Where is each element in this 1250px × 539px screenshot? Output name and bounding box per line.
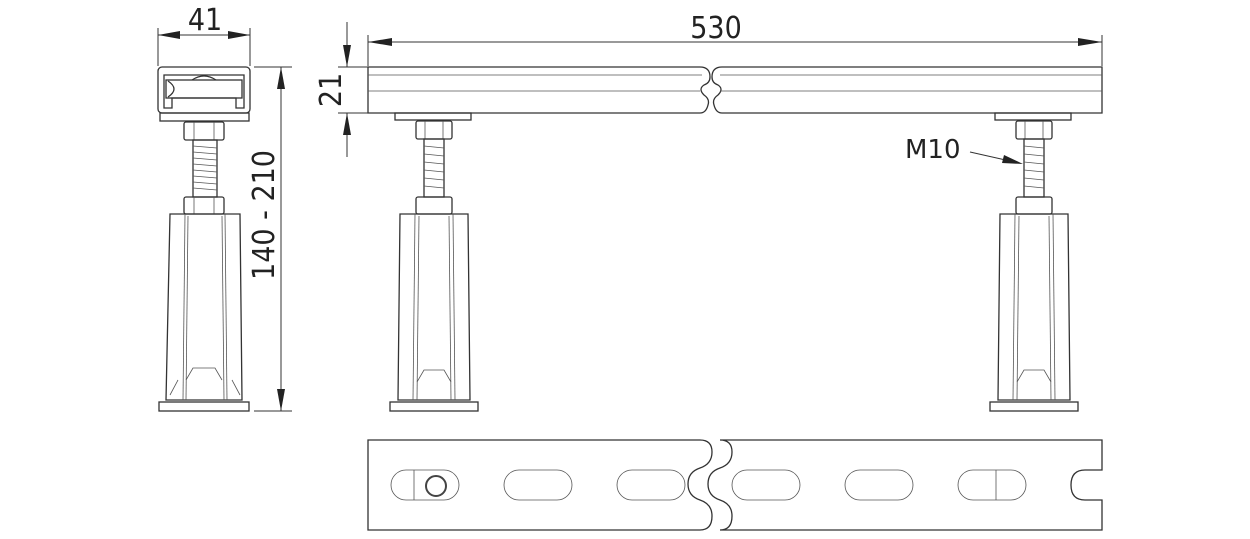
- dimension-height: 140 - 210: [247, 66, 292, 412]
- plate-left-segment: [367, 439, 713, 531]
- upper-nut: [183, 121, 225, 141]
- dimension-bar-height: 21: [314, 22, 368, 157]
- foot-body: [165, 213, 243, 401]
- slot: [616, 469, 686, 501]
- slot: [390, 469, 460, 501]
- bar-left-segment: [367, 66, 711, 114]
- front-view: 530 21: [314, 11, 1103, 412]
- dimension-width: 41: [157, 3, 251, 66]
- channel-inner: [163, 74, 245, 109]
- dimension-length: 530: [367, 11, 1103, 66]
- dimension-width-label: 41: [188, 3, 222, 38]
- slot: [503, 469, 573, 501]
- foot-ribs: [169, 213, 241, 401]
- side-view: 41: [157, 3, 292, 412]
- dimension-height-label: 140 - 210: [247, 150, 282, 280]
- plan-view: [367, 439, 1103, 531]
- base-plate: [158, 401, 250, 412]
- bolt-cap: [191, 75, 217, 81]
- slot: [957, 469, 1027, 501]
- thread-label: M10: [905, 135, 961, 165]
- slots: [390, 469, 1027, 501]
- dimension-length-label: 530: [690, 11, 742, 46]
- leg-right: [989, 112, 1079, 412]
- leg-left: [389, 112, 479, 412]
- slot: [731, 469, 801, 501]
- bar-right-segment: [711, 66, 1103, 114]
- slot: [844, 469, 914, 501]
- bolt-hole: [425, 475, 447, 497]
- plate-right-segment: [707, 439, 1103, 531]
- bolt-head: [165, 79, 243, 99]
- thread-callout: M10: [905, 135, 1023, 165]
- dimension-bar-height-label: 21: [314, 73, 349, 107]
- bolt-head-curve: [167, 80, 175, 98]
- thread-lines: [192, 145, 218, 191]
- mount-plate: [159, 112, 250, 122]
- lower-nut: [183, 196, 225, 215]
